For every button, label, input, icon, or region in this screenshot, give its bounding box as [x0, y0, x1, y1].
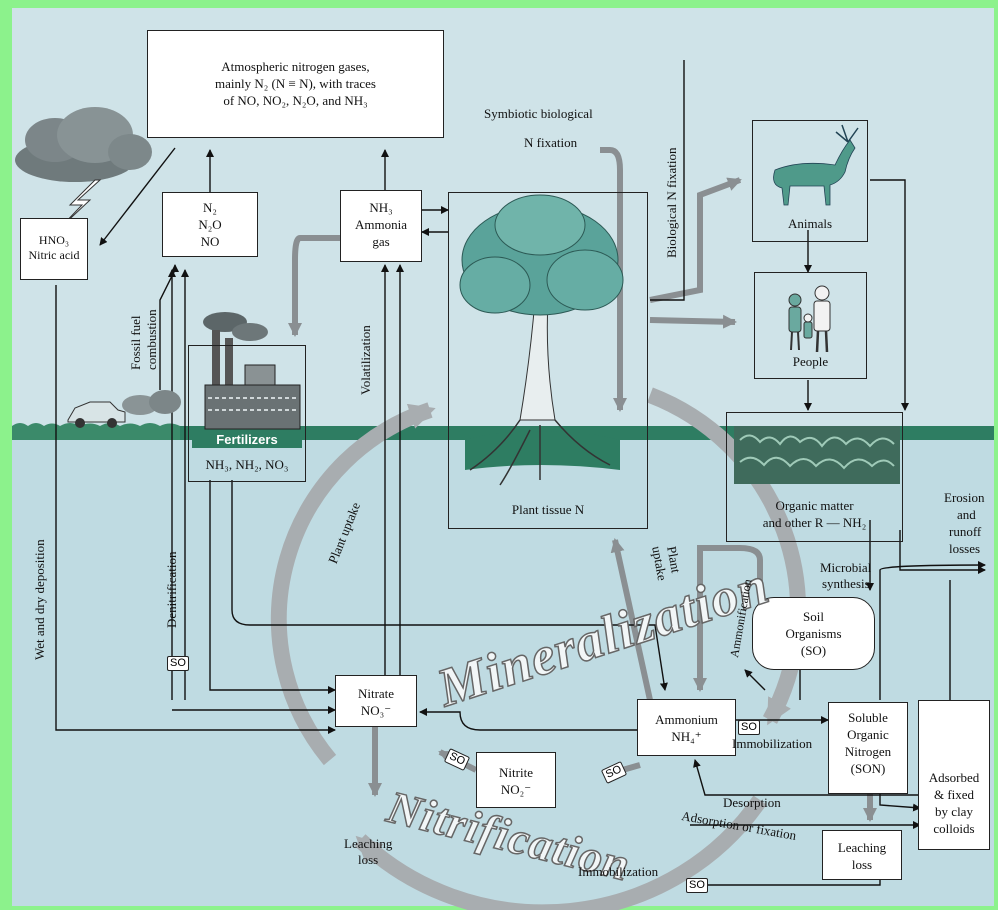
nitrate-label: Nitrate	[357, 686, 395, 701]
erosion-label-3: runoff	[949, 524, 982, 539]
no-label: NO	[200, 234, 220, 249]
son-line-2: Organic	[847, 727, 889, 742]
nitrate-box: Nitrate NO₃⁻	[335, 675, 417, 727]
storm-cloud-icon	[15, 107, 152, 231]
volatilization-label: Volatilization	[358, 325, 373, 395]
factory-icon	[203, 312, 301, 430]
ammonium-label: Ammonium	[655, 712, 718, 727]
atmospheric-nitrogen-box: Atmospheric nitrogen gases, mainly N₂ (N…	[147, 30, 444, 138]
microbial-synthesis-label-2: synthesis	[822, 576, 870, 591]
erosion-label-2: and	[957, 507, 976, 522]
people-icon	[788, 285, 831, 353]
nh3-label: NH₃	[369, 200, 393, 215]
atmosphere-line-3: of NO, NO₂, N₂O, and NH₃	[223, 93, 368, 108]
deer-icon	[773, 124, 859, 206]
ammonia-gas-box: NH₃ Ammonia gas	[340, 190, 422, 262]
son-line-3: Nitrogen	[844, 744, 892, 759]
people-box: People	[754, 272, 867, 379]
organic-matter-box: Organic matter and other R — NH₂	[726, 412, 903, 542]
atmosphere-line-2: mainly N₂ (N ≡ N), with traces	[215, 76, 376, 91]
fertilizers-title: Fertilizers	[192, 432, 302, 448]
immobilization-mid-label: Immobilization	[732, 736, 813, 751]
adsorbed-line-3: by clay	[935, 804, 973, 819]
n2-label: N₂	[203, 200, 217, 215]
plant-tissue-label: Plant tissue N	[511, 502, 585, 517]
son-line-4: (SON)	[850, 761, 886, 776]
atmosphere-line-1: Atmospheric nitrogen gases,	[221, 59, 370, 74]
fossil-fuel-label-2: combustion	[144, 309, 159, 370]
desorption-label: Desorption	[723, 795, 781, 810]
nitric-acid-label: Nitric acid	[28, 248, 80, 262]
wet-dry-deposition-label: Wet and dry deposition	[32, 539, 47, 660]
plant-tissue-box: Plant tissue N	[448, 192, 648, 529]
denitrification-label: Denitrification	[164, 551, 179, 628]
leaching-loss-left-label-1: Leaching	[344, 836, 393, 851]
people-label: People	[792, 354, 829, 369]
adsorbed-clay-box: Adsorbed & fixed by clay colloids	[918, 700, 990, 850]
fossil-fuel-label-1: Fossil fuel	[128, 315, 143, 370]
animals-label: Animals	[787, 216, 833, 231]
so-tag-bottom: SO	[686, 878, 708, 893]
fertilizers-box: NH₃, NH₂, NO₃	[188, 345, 306, 482]
so-tag-denitrification: SO	[167, 656, 189, 671]
tree-icon	[459, 194, 624, 486]
n2o-label: N₂O	[198, 217, 222, 232]
immobilization-bottom-label: Immobilization	[578, 864, 659, 879]
biological-fixation-label: Biological N fixation	[664, 147, 679, 258]
soil-organisms-box: Soil Organisms (SO)	[752, 597, 875, 670]
animals-box: Animals	[752, 120, 868, 242]
soil-background	[12, 438, 994, 906]
symbiotic-label-1: Symbiotic biological	[484, 106, 593, 121]
nitrite-label: Nitrite	[499, 765, 533, 780]
hno3-formula: HNO₃	[38, 233, 70, 247]
adsorbed-line-1: Adsorbed	[928, 770, 980, 785]
erosion-label-1: Erosion	[944, 490, 985, 505]
nitrate-formula: NO₃⁻	[360, 703, 392, 718]
nitrite-formula: NO₂⁻	[500, 782, 532, 797]
nitric-acid-box: HNO₃ Nitric acid	[20, 218, 88, 280]
leaching-right-line-2: loss	[851, 857, 873, 872]
microbial-synthesis-label-1: Microbial	[820, 560, 872, 575]
leaching-right-line-1: Leaching	[837, 840, 887, 855]
so-tag-immobilization: SO	[738, 720, 760, 735]
ammonium-box: Ammonium NH₄⁺	[637, 699, 736, 756]
nitrogen-gases-box: N₂ N₂O NO	[162, 192, 258, 257]
organic-matter-line-2: and other R — NH₂	[762, 515, 867, 530]
ammonia-label: Ammonia	[355, 217, 407, 232]
gas-label: gas	[372, 234, 390, 249]
organic-matter-texture	[734, 426, 900, 484]
adsorbed-line-2: & fixed	[933, 787, 975, 802]
ammonium-formula: NH₄⁺	[671, 729, 702, 744]
soluble-organic-nitrogen-box: Soluble Organic Nitrogen (SON)	[828, 702, 908, 794]
fertilizer-formula: NH₃, NH₂, NO₃	[205, 457, 289, 472]
symbiotic-label-2: N fixation	[524, 135, 578, 150]
son-line-1: Soluble	[848, 710, 888, 725]
soil-organisms-line-3: (SO)	[800, 643, 827, 658]
leaching-loss-left-label-2: loss	[358, 852, 379, 867]
soil-organisms-line-2: Organisms	[785, 626, 842, 641]
adsorbed-line-4: colloids	[933, 821, 975, 836]
black-flow-arrows	[55, 60, 986, 886]
soil-organisms-line-1: Soil	[803, 609, 824, 624]
nitrite-box: Nitrite NO₂⁻	[476, 752, 556, 808]
erosion-label-4: losses	[949, 541, 981, 556]
car-icon	[67, 390, 181, 428]
leaching-loss-right-box: Leaching loss	[822, 830, 902, 880]
organic-matter-line-1: Organic matter	[775, 498, 854, 513]
